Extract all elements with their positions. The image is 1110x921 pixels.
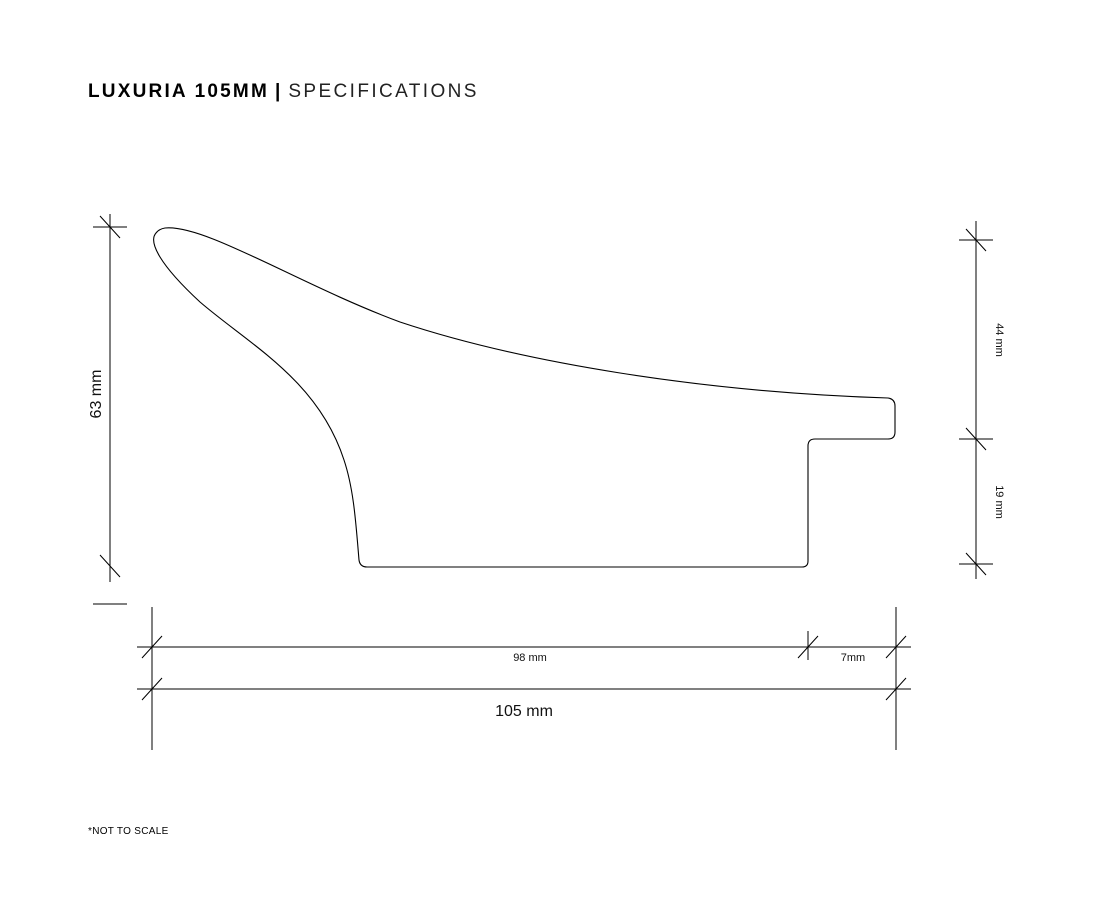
not-to-scale-note: *NOT TO SCALE xyxy=(88,826,169,837)
width-total-label: 105 mm xyxy=(495,703,553,720)
dimension-height-total xyxy=(93,214,127,605)
height-total-label: 63 mm xyxy=(88,370,105,419)
page-title: LUXURIA 105MM|SPECIFICATIONS xyxy=(88,81,479,103)
width-main-label: 98 mm xyxy=(513,652,547,664)
product-name: LUXURIA 105MM xyxy=(88,81,269,102)
height-lower-label: 19 mm xyxy=(993,485,1005,519)
frame-profile-outline xyxy=(153,227,896,568)
height-upper-label: 44 mm xyxy=(993,323,1005,357)
dimension-width xyxy=(137,607,911,750)
title-separator: | xyxy=(274,81,283,102)
width-step-label: 7mm xyxy=(841,652,865,664)
title-subtitle: SPECIFICATIONS xyxy=(288,81,479,102)
dimension-height-right xyxy=(959,221,993,579)
